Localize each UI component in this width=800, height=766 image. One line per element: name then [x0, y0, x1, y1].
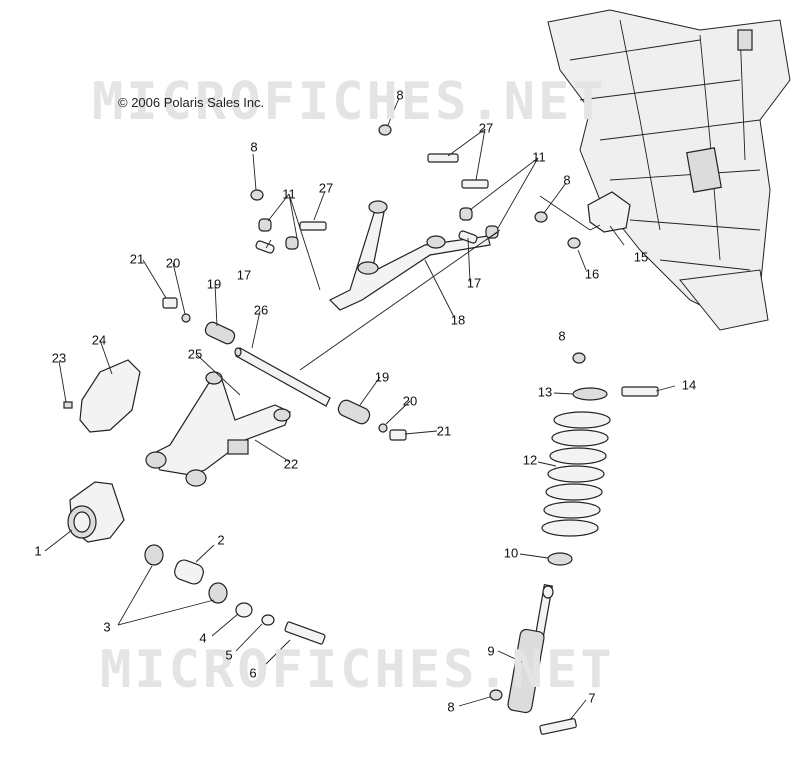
bolt-7: [539, 718, 577, 735]
spring-seat: [547, 552, 573, 566]
nut-8-e: [489, 689, 503, 701]
callout-27b: 27: [478, 120, 494, 136]
washer-20-right: [378, 423, 388, 433]
callout-17a: 17: [236, 267, 252, 283]
bolt-16: [567, 237, 581, 249]
sleeve-17-b: [458, 230, 478, 244]
vehicle-frame: [547, 9, 791, 331]
bolt-27-b: [461, 179, 489, 189]
callout-23: 23: [51, 350, 67, 366]
bushing-19-lower: [337, 399, 371, 425]
washer-20-left: [181, 313, 191, 323]
washer-5: [261, 614, 275, 626]
callout-11b: 11: [532, 149, 546, 165]
callout-26: 26: [253, 302, 269, 318]
nut-8-d: [572, 352, 586, 364]
callout-17b: 17: [466, 275, 482, 291]
bushing-11-a: [258, 218, 272, 232]
bearing-3-a: [144, 544, 164, 566]
watermark-top: MICROFICHES.NET: [92, 72, 607, 132]
bushing-11-b: [285, 236, 299, 250]
callout-3: 3: [103, 619, 111, 635]
bolt-14: [621, 386, 659, 397]
callout-21a: 21: [129, 251, 145, 267]
nut-8-a: [378, 124, 392, 136]
callout-19a: 19: [206, 276, 222, 292]
callout-27a: 27: [318, 180, 334, 196]
callout-12: 12: [522, 452, 538, 468]
spacer-2: [174, 559, 204, 585]
callout-20a: 20: [165, 255, 181, 271]
bolt-21-left: [162, 297, 178, 309]
callout-24: 24: [91, 332, 107, 348]
bolt-27-a: [427, 153, 459, 163]
screw-23: [63, 401, 73, 409]
callout-9: 9: [487, 643, 495, 659]
bearing-carrier: [67, 481, 125, 543]
spring-retainer: [572, 387, 608, 401]
leader-lines: [44, 97, 676, 721]
callout-8e: 8: [447, 699, 455, 715]
callout-7: 7: [588, 690, 596, 706]
watermark-bottom: MICROFICHES.NET: [100, 640, 615, 700]
callout-8d: 8: [558, 328, 566, 344]
callout-18: 18: [450, 312, 466, 328]
bracket-15: [587, 191, 631, 233]
callout-15: 15: [633, 249, 649, 265]
callout-2: 2: [217, 532, 225, 548]
bearing-guard: [79, 359, 141, 433]
shock-absorber: [507, 583, 554, 714]
callout-21b: 21: [436, 423, 452, 439]
callout-19b: 19: [374, 369, 390, 385]
bolt-27-c: [299, 221, 327, 231]
coil-spring: [541, 411, 611, 537]
copyright-notice: © 2006 Polaris Sales Inc.: [118, 95, 265, 110]
callout-20b: 20: [402, 393, 418, 409]
callout-25: 25: [187, 346, 203, 362]
callout-16: 16: [584, 266, 600, 282]
callout-8b: 8: [250, 139, 258, 155]
callout-10: 10: [503, 545, 519, 561]
callout-4: 4: [199, 630, 207, 646]
callout-8a: 8: [396, 87, 404, 103]
nut-8-b: [250, 189, 264, 201]
lower-a-arm: [145, 371, 291, 487]
bushing-19-upper: [204, 321, 236, 345]
bearing-3-b: [208, 582, 228, 604]
callout-11a: 11: [282, 186, 296, 202]
pivot-shaft: [234, 347, 331, 407]
upper-a-arm: [328, 200, 491, 311]
bushing-11-c: [459, 207, 473, 221]
callout-13: 13: [537, 384, 553, 400]
nut-8-c: [534, 211, 548, 223]
callout-14: 14: [681, 377, 697, 393]
callout-22: 22: [283, 456, 299, 472]
washer-4: [235, 602, 253, 618]
bolt-6: [284, 621, 326, 645]
callout-6: 6: [249, 665, 257, 681]
bolt-21-right: [389, 429, 407, 441]
callout-1: 1: [34, 543, 42, 559]
callout-5: 5: [225, 647, 233, 663]
sleeve-17-a: [255, 240, 275, 254]
callout-8c: 8: [563, 172, 571, 188]
